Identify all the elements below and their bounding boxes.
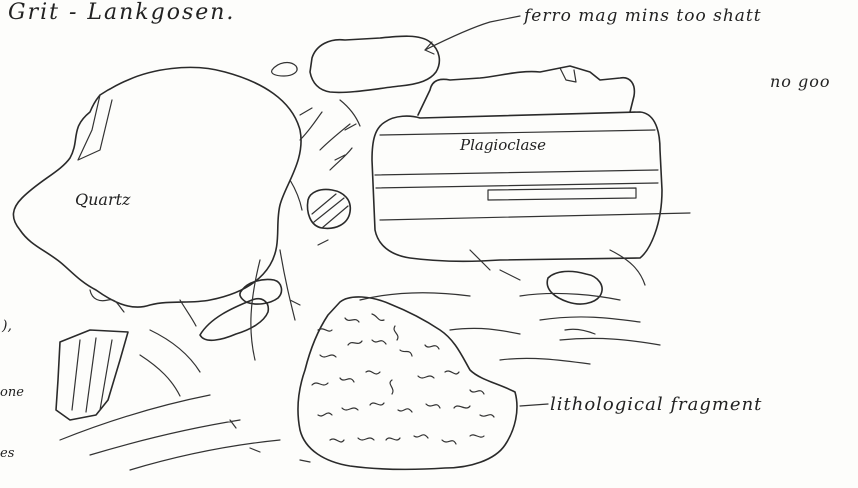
plagioclase-lamella-1 bbox=[380, 130, 655, 135]
lithological-fragment-label: lithological fragment bbox=[550, 394, 762, 415]
ferromag-label: ferro mag mins too shatt bbox=[524, 6, 762, 26]
left-lath-lines bbox=[72, 338, 112, 412]
plagioclase-top-crystal bbox=[418, 66, 634, 115]
small-grain-3 bbox=[547, 271, 602, 304]
ferromag-leader bbox=[425, 16, 520, 50]
plagioclase-label: Plagioclase bbox=[460, 136, 546, 154]
plagioclase-lamella-3 bbox=[376, 183, 658, 188]
plagioclase-top-notch bbox=[560, 68, 576, 82]
plagioclase-lamella-2 bbox=[375, 170, 658, 175]
quartz-crack bbox=[78, 95, 112, 160]
sketch-title: Grit - Lankgosen. bbox=[8, 0, 235, 25]
small-grain-2 bbox=[240, 279, 282, 304]
margin-note-1: ), bbox=[2, 318, 12, 334]
hatched-grain-lines bbox=[312, 194, 348, 228]
quartz-label: Quartz bbox=[75, 190, 130, 209]
ferromag-fragment bbox=[310, 36, 439, 92]
lithological-fragment-outline bbox=[298, 297, 517, 469]
lithological-texture bbox=[312, 314, 494, 444]
margin-note-3: es bbox=[0, 446, 14, 461]
lithological-leader bbox=[520, 404, 548, 406]
plagioclase-inner-lath bbox=[488, 188, 636, 200]
no-good-note: no goo bbox=[770, 72, 831, 91]
left-lath-grain bbox=[56, 330, 128, 420]
small-grain-4 bbox=[272, 63, 297, 76]
quartz-rim-notch bbox=[90, 290, 124, 312]
plagioclase-lamella-4 bbox=[380, 213, 690, 220]
margin-note-2: one bbox=[0, 385, 24, 400]
small-grain-1 bbox=[200, 299, 268, 341]
